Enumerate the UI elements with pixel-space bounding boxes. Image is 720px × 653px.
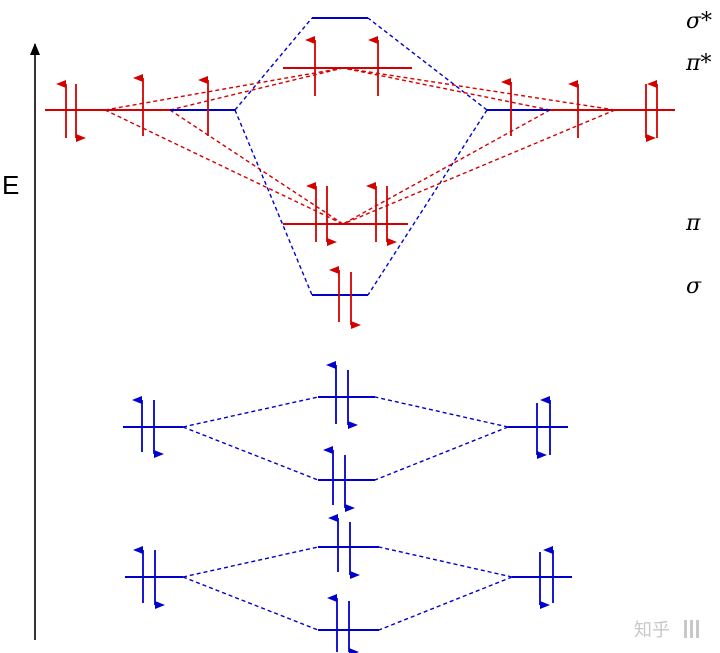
svg-text:知乎: 知乎 <box>634 620 670 641</box>
sigma-star-label: σ* <box>686 9 712 34</box>
sigma-p-correlation-lines <box>234 17 488 296</box>
energy-axis-label: E <box>2 170 19 200</box>
pi-label: π <box>685 211 701 236</box>
electrons-blue <box>132 361 554 653</box>
sigma-label: σ <box>686 274 702 299</box>
s-correlation-lines <box>182 396 513 631</box>
zhihu-watermark: 知乎 <box>634 620 699 641</box>
pi-p-correlation-lines <box>104 67 616 225</box>
electrons-red <box>56 36 658 329</box>
pi-star-label: π* <box>685 51 711 76</box>
